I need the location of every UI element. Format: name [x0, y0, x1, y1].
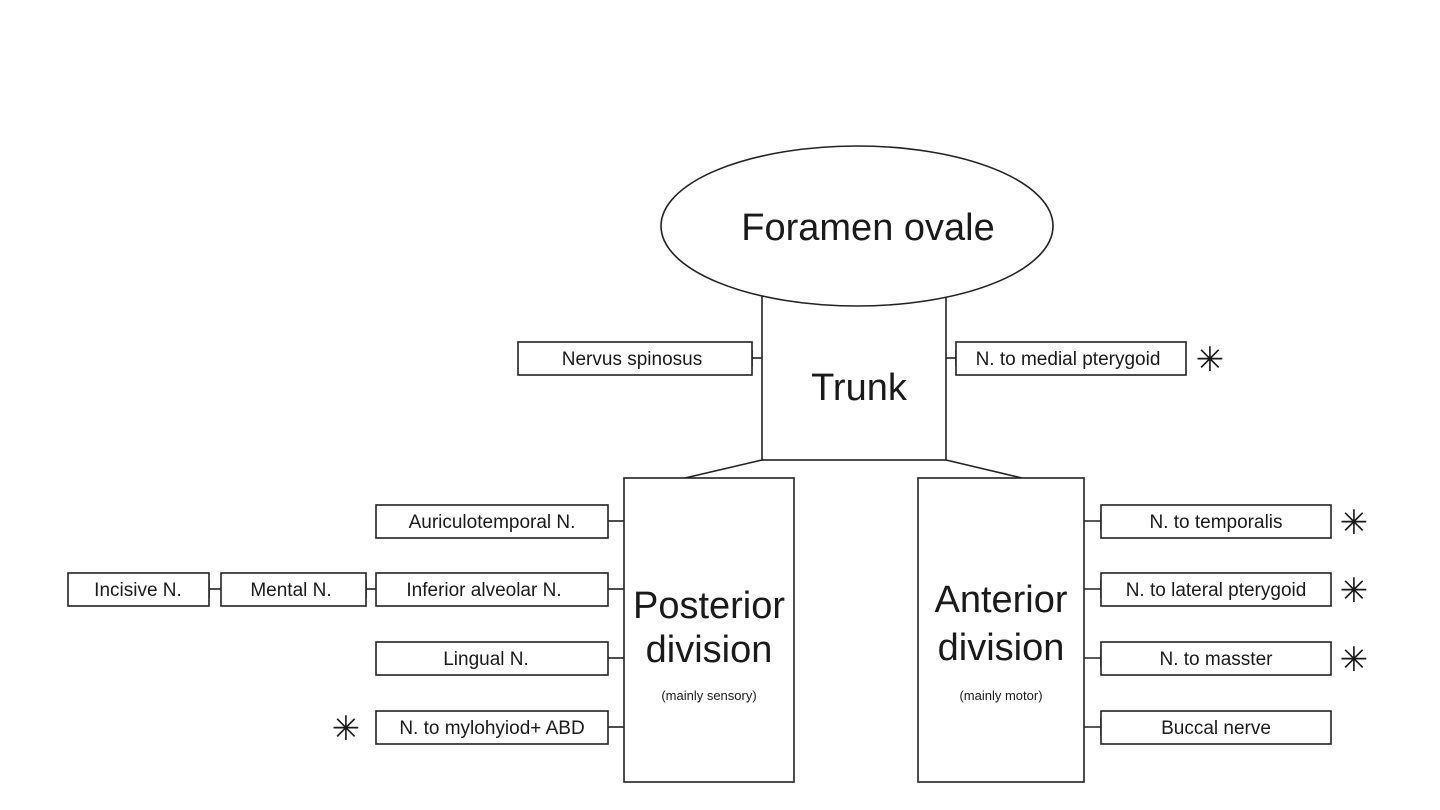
foramen-ovale-node: Foramen ovale [660, 145, 1054, 307]
buccal-label: Buccal nerve [1161, 718, 1271, 739]
mental-nerve-box: Mental N. [220, 572, 367, 607]
mental-label: Mental N. [250, 580, 331, 601]
anterior-branch: N. to masster ✳ [1100, 640, 1369, 680]
temporalis-label: N. to temporalis [1149, 512, 1282, 533]
auriculotemporal-label: Auriculotemporal N. [409, 512, 576, 533]
posterior-title-line1: Posterior [633, 585, 785, 627]
masseter-label: N. to masster [1160, 649, 1274, 670]
motor-marker-icon: ✳ [332, 709, 361, 749]
anterior-division-box: Anterior division (mainly motor) [917, 477, 1085, 783]
incisive-nerve-box: Incisive N. [67, 572, 210, 607]
motor-marker-icon: ✳ [1340, 640, 1369, 680]
anterior-title-line2: division [938, 627, 1065, 669]
anterior-branch: N. to temporalis ✳ [1100, 503, 1369, 543]
posterior-branch: N. to mylohyiod+ ABD ✳ [332, 709, 609, 749]
motor-marker-icon: ✳ [1196, 340, 1225, 380]
motor-marker-icon: ✳ [1340, 571, 1369, 611]
posterior-branch: Auriculotemporal N. [375, 504, 609, 539]
trunk-box: Trunk [761, 287, 947, 461]
posterior-branch: Inferior alveolar N. [375, 572, 609, 607]
motor-marker-icon: ✳ [1340, 503, 1369, 543]
posterior-division-box: Posterior division (mainly sensory) [623, 477, 795, 783]
anterior-branch: Buccal nerve [1100, 710, 1332, 745]
foramen-ovale-label: Foramen ovale [741, 207, 994, 249]
incisive-label: Incisive N. [94, 580, 182, 601]
posterior-subtitle: (mainly sensory) [661, 688, 756, 703]
posterior-branch: Lingual N. [375, 641, 609, 676]
lateral-pterygoid-label: N. to lateral pterygoid [1126, 580, 1307, 601]
trunk-branch-right: N. to medial pterygoid ✳ [955, 340, 1225, 380]
mylohyoid-label: N. to mylohyiod+ ABD [399, 718, 584, 739]
nervus-spinosus-label: Nervus spinosus [562, 349, 702, 370]
anterior-subtitle: (mainly motor) [959, 688, 1042, 703]
inferior-alveolar-label: Inferior alveolar N. [406, 580, 561, 601]
trunk-label: Trunk [811, 367, 908, 409]
lingual-label: Lingual N. [443, 649, 529, 670]
posterior-title-line2: division [646, 629, 773, 671]
anterior-title-line1: Anterior [934, 579, 1067, 621]
trunk-branch-left: Nervus spinosus [517, 341, 753, 376]
anterior-branch: N. to lateral pterygoid ✳ [1100, 571, 1369, 611]
medial-pterygoid-label: N. to medial pterygoid [976, 349, 1161, 370]
